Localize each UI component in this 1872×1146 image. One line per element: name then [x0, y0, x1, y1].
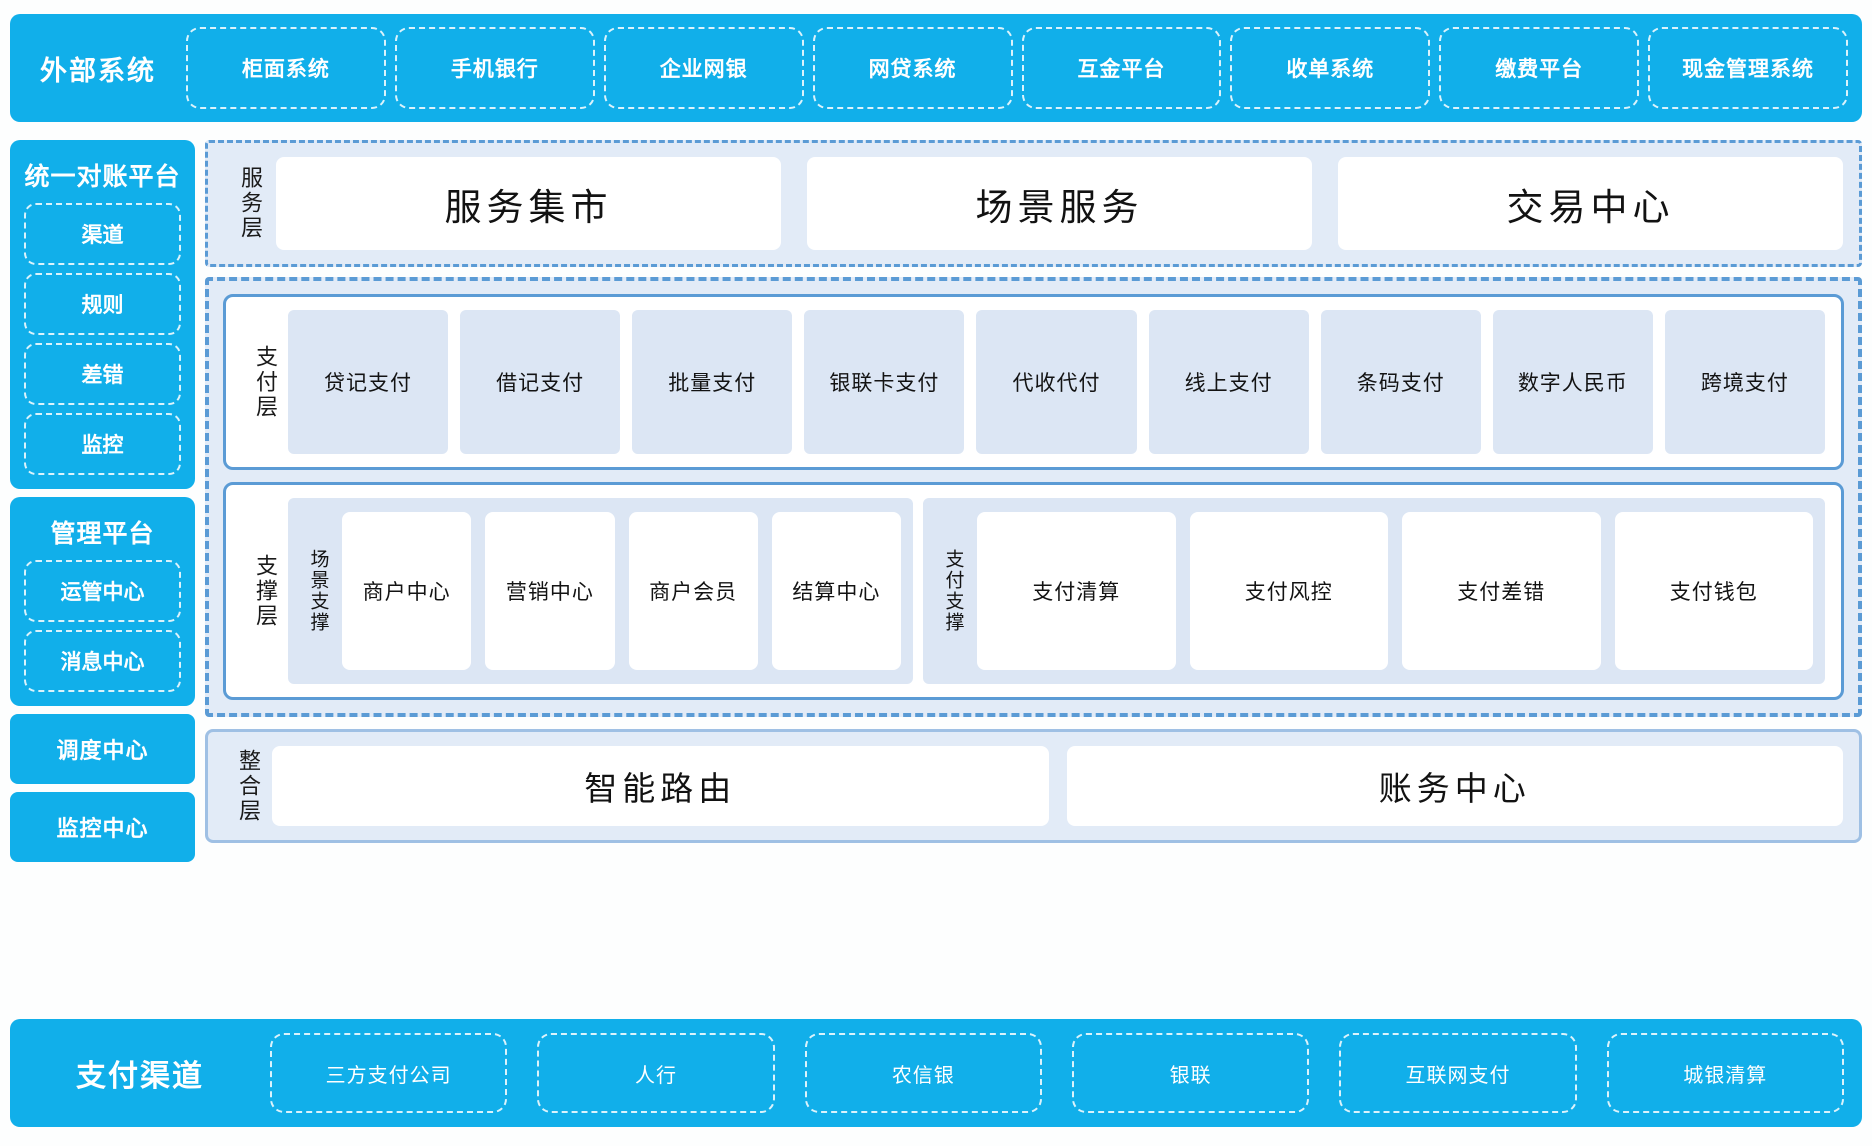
payment-channel-item[interactable]: 三方支付公司 [270, 1033, 508, 1113]
support-group-scene-label: 场景支撑 [307, 549, 329, 633]
payment-card-unionpay[interactable]: 银联卡支付 [804, 310, 965, 454]
external-system-item[interactable]: 手机银行 [394, 27, 595, 109]
external-systems-title: 外部系统 [40, 55, 156, 86]
main-layers: 服务层 服务集市 场景服务 交易中心 支付层 贷记支付 借记支付 批量支付 银联… [205, 140, 1862, 843]
support-card-pay-wallet[interactable]: 支付钱包 [1614, 512, 1813, 670]
admin-item-message[interactable]: 消息中心 [24, 630, 181, 692]
payment-card-batch[interactable]: 批量支付 [632, 310, 793, 454]
left-sidebar: 统一对账平台 渠道 规则 差错 监控 管理平台 运管中心 消息中心 调度中心 监… [10, 140, 195, 870]
payment-card-barcode[interactable]: 条码支付 [1320, 310, 1481, 454]
payment-channel-item[interactable]: 人行 [537, 1033, 775, 1113]
support-group-payment: 支付支撑 支付清算 支付风控 支付差错 支付钱包 [923, 498, 1825, 684]
support-layer-groups: 场景支撑 商户中心 营销中心 商户会员 结算中心 支付支撑 支付清算 支付风控 [288, 498, 1825, 684]
payment-support-container: 支付层 贷记支付 借记支付 批量支付 银联卡支付 代收代付 线上支付 条码支付 … [205, 277, 1862, 717]
sidebar-item-scheduler-center[interactable]: 调度中心 [10, 714, 195, 784]
sidebar-item-monitor-center[interactable]: 监控中心 [10, 792, 195, 862]
service-card-marketplace[interactable]: 服务集市 [276, 157, 781, 250]
admin-platform-panel: 管理平台 运管中心 消息中心 [10, 497, 195, 706]
integration-card-accounting-center[interactable]: 账务中心 [1066, 746, 1843, 826]
payment-card-online[interactable]: 线上支付 [1148, 310, 1309, 454]
payment-channel-item[interactable]: 互联网支付 [1339, 1033, 1577, 1113]
payment-card-collection[interactable]: 代收代付 [976, 310, 1137, 454]
payment-channel-title: 支付渠道 [76, 1060, 204, 1093]
admin-platform-title: 管理平台 [50, 520, 155, 548]
support-card-pay-error[interactable]: 支付差错 [1402, 512, 1601, 670]
payment-layer-cards: 贷记支付 借记支付 批量支付 银联卡支付 代收代付 线上支付 条码支付 数字人民… [288, 310, 1825, 454]
support-card-merchant-member[interactable]: 商户会员 [628, 512, 758, 670]
recon-platform-panel: 统一对账平台 渠道 规则 差错 监控 [10, 140, 195, 489]
service-card-transaction[interactable]: 交易中心 [1338, 157, 1843, 250]
external-system-item[interactable]: 网贷系统 [812, 27, 1013, 109]
payment-channel-item[interactable]: 农信银 [804, 1033, 1042, 1113]
payment-card-credit[interactable]: 贷记支付 [288, 310, 449, 454]
admin-item-operations[interactable]: 运管中心 [24, 560, 181, 622]
external-system-item[interactable]: 收单系统 [1230, 27, 1431, 109]
payment-layer: 支付层 贷记支付 借记支付 批量支付 银联卡支付 代收代付 线上支付 条码支付 … [223, 294, 1844, 470]
external-system-item[interactable]: 互金平台 [1021, 27, 1222, 109]
external-system-item[interactable]: 柜面系统 [186, 27, 386, 109]
external-systems-bar: 外部系统 柜面系统 手机银行 企业网银 网贷系统 互金平台 收单系统 缴费平台 … [10, 14, 1862, 122]
support-layer: 支撑层 场景支撑 商户中心 营销中心 商户会员 结算中心 支付支撑 [223, 482, 1844, 700]
integration-layer-label: 整合层 [236, 748, 261, 824]
payment-card-cross-border[interactable]: 跨境支付 [1664, 310, 1825, 454]
support-card-pay-risk[interactable]: 支付风控 [1189, 512, 1388, 670]
support-group-payment-cards: 支付清算 支付风控 支付差错 支付钱包 [971, 512, 1813, 670]
support-group-scene-cards: 商户中心 营销中心 商户会员 结算中心 [336, 512, 901, 670]
support-card-marketing-center[interactable]: 营销中心 [485, 512, 615, 670]
support-card-pay-clearing[interactable]: 支付清算 [977, 512, 1176, 670]
payment-channel-item[interactable]: 城银清算 [1606, 1033, 1844, 1113]
external-system-item[interactable]: 企业网银 [603, 27, 804, 109]
payment-card-debit[interactable]: 借记支付 [460, 310, 621, 454]
external-system-item[interactable]: 缴费平台 [1439, 27, 1640, 109]
support-card-merchant-center[interactable]: 商户中心 [342, 512, 472, 670]
payment-layer-label: 支付层 [253, 344, 278, 420]
service-layer-cards: 服务集市 场景服务 交易中心 [276, 157, 1843, 250]
support-group-scene: 场景支撑 商户中心 营销中心 商户会员 结算中心 [288, 498, 913, 684]
external-system-item[interactable]: 现金管理系统 [1648, 27, 1848, 109]
service-card-scenario[interactable]: 场景服务 [807, 157, 1312, 250]
integration-layer-cards: 智能路由 账务中心 [272, 746, 1843, 826]
integration-layer: 整合层 智能路由 账务中心 [205, 729, 1862, 843]
payment-card-digital-rmb[interactable]: 数字人民币 [1492, 310, 1653, 454]
support-card-settlement-center[interactable]: 结算中心 [771, 512, 901, 670]
integration-card-smart-routing[interactable]: 智能路由 [272, 746, 1049, 826]
recon-item-channel[interactable]: 渠道 [24, 203, 181, 265]
payment-channel-item[interactable]: 银联 [1071, 1033, 1310, 1113]
recon-platform-title: 统一对账平台 [24, 163, 181, 191]
payment-channel-list: 三方支付公司 人行 农信银 银联 互联网支付 城银清算 [270, 1033, 1844, 1113]
support-layer-label: 支撑层 [253, 553, 278, 629]
recon-item-rule[interactable]: 规则 [24, 273, 181, 335]
payment-channel-bar: 支付渠道 三方支付公司 人行 农信银 银联 互联网支付 城银清算 [10, 1019, 1862, 1127]
recon-item-monitor[interactable]: 监控 [24, 413, 181, 475]
support-group-payment-label: 支付支撑 [942, 549, 964, 633]
service-layer-label: 服务层 [238, 166, 263, 241]
external-systems-list: 柜面系统 手机银行 企业网银 网贷系统 互金平台 收单系统 缴费平台 现金管理系… [186, 27, 1848, 109]
service-layer: 服务层 服务集市 场景服务 交易中心 [205, 140, 1862, 267]
recon-item-error[interactable]: 差错 [24, 343, 181, 405]
